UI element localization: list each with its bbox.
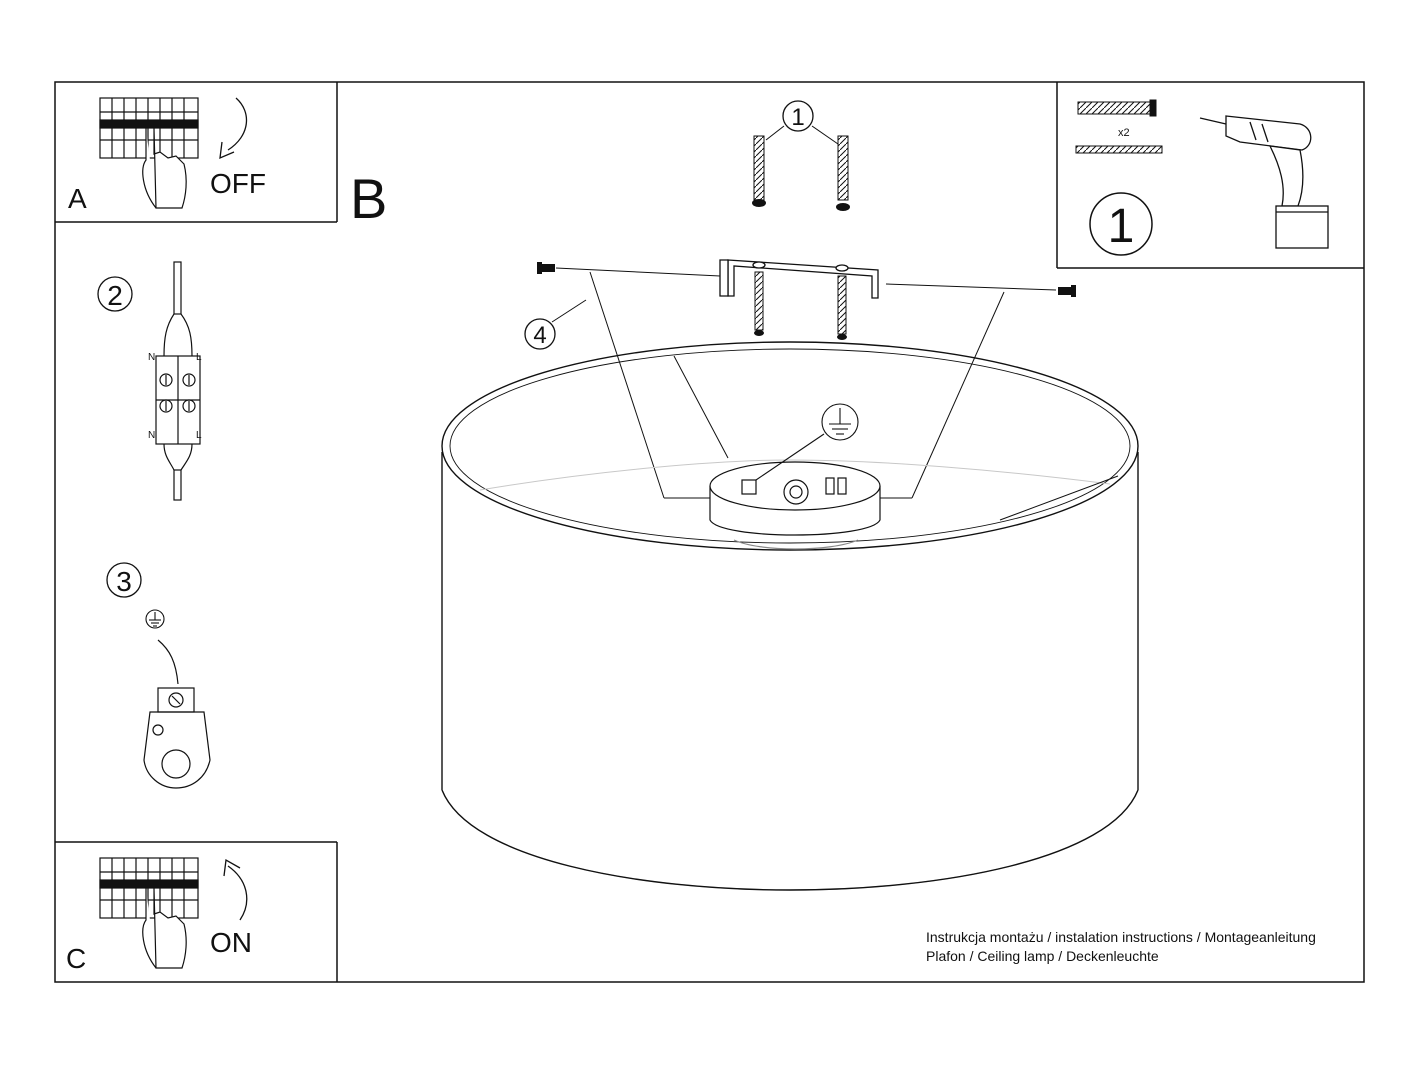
- live-bottom-label: L: [196, 430, 202, 441]
- mounting-bracket: [719, 259, 879, 299]
- side-screw-right: [1058, 285, 1076, 297]
- panel-b: B 1: [350, 100, 1139, 891]
- neutral-top-label: N: [148, 352, 155, 363]
- wall-plug-icon: [1077, 99, 1157, 117]
- live-top-label: L: [196, 352, 202, 363]
- frame: [54, 81, 1365, 983]
- canopy: [709, 461, 881, 550]
- panel-b-letter: B: [350, 167, 387, 230]
- footer-line-1: Instrukcja montażu / instalation instruc…: [926, 929, 1316, 945]
- screw-icon: [754, 271, 847, 335]
- panel-a-letter: A: [68, 183, 87, 214]
- mount-screws-number: 1: [791, 104, 804, 131]
- lampshade-icon: [441, 341, 1139, 891]
- wiring-step-number: 2: [107, 280, 123, 311]
- panel-c-letter: C: [66, 943, 86, 974]
- tools-quantity: x2: [1118, 127, 1130, 139]
- wiring-step: 2 N L N L: [97, 261, 202, 501]
- earth-terminal-icon: [143, 687, 211, 789]
- neutral-bottom-label: N: [148, 430, 155, 441]
- terminal-block-icon: [155, 355, 201, 445]
- curved-arrow-icon: [223, 858, 248, 921]
- earth-step: 3: [106, 562, 211, 789]
- cable-icon: [163, 261, 193, 501]
- panel-a: A OFF: [68, 97, 266, 214]
- hand-icon: [142, 127, 187, 209]
- hand-icon: [142, 887, 187, 969]
- screw-icon: [1075, 145, 1163, 154]
- footer-line-2: Plafon / Ceiling lamp / Deckenleuchte: [926, 948, 1159, 964]
- breaker-panel-icon: [99, 857, 199, 919]
- on-label: ON: [210, 927, 252, 958]
- earth-symbol-icon: [755, 403, 859, 481]
- tools-panel: x2 1: [1075, 99, 1329, 256]
- side-screws-number: 4: [533, 322, 546, 349]
- earth-symbol-icon: [145, 609, 165, 629]
- curved-arrow-icon: [219, 97, 248, 160]
- wall-plug-icon: [753, 135, 849, 201]
- tools-step-number: 1: [1108, 200, 1135, 253]
- drill-icon: [1199, 115, 1329, 249]
- earth-step-number: 3: [116, 566, 132, 597]
- side-screw-left: [537, 262, 555, 274]
- off-label: OFF: [210, 168, 266, 199]
- earth-wire: [157, 639, 179, 685]
- breaker-panel-icon: [99, 97, 199, 159]
- panel-c: C ON: [66, 857, 252, 974]
- screw-head-icon: [752, 199, 850, 211]
